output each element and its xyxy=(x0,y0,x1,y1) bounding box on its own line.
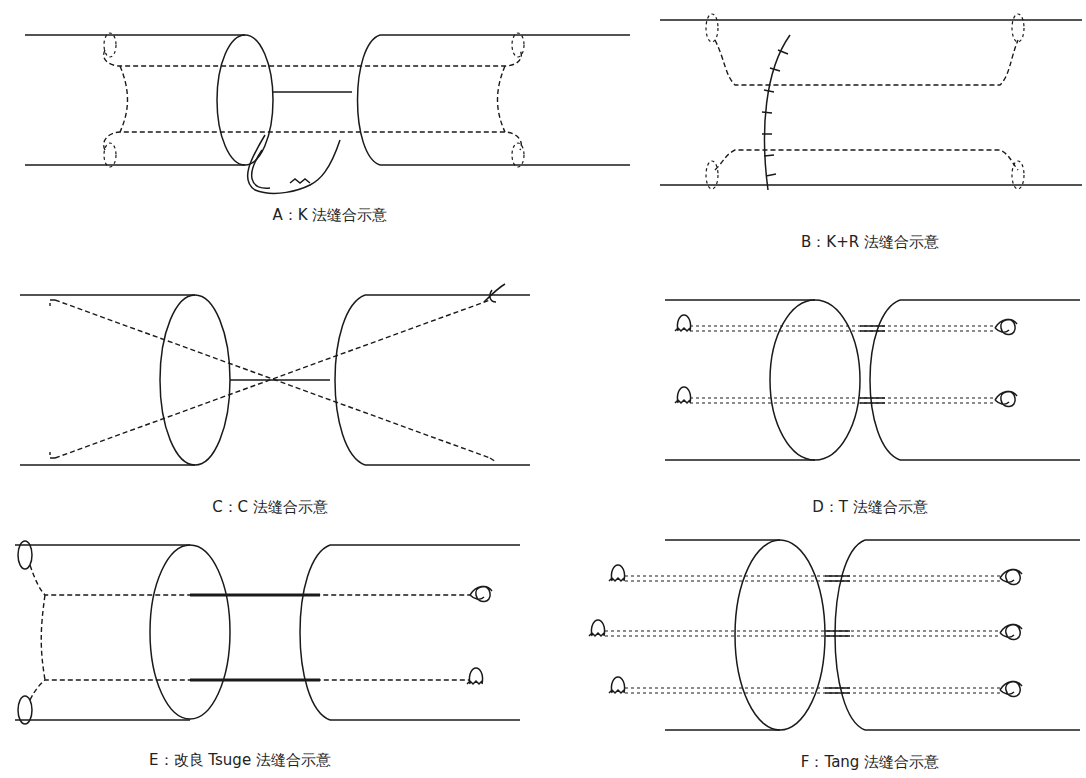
k-suture xyxy=(25,33,630,193)
figure-caption: C：C 法缝合示意 xyxy=(212,498,328,516)
tsuge-suture xyxy=(15,541,520,724)
figure-caption: D：T 法缝合示意 xyxy=(812,498,927,516)
figure-caption: B：K+R 法缝合示意 xyxy=(801,233,939,251)
figure-caption: F：Tang 法缝合示意 xyxy=(801,753,939,771)
t-suture xyxy=(665,300,1080,460)
k-r-suture xyxy=(660,14,1082,190)
figure-caption: A：K 法缝合示意 xyxy=(273,206,388,224)
c-suture xyxy=(20,284,530,465)
figure-caption: E：改良 Tsuge 法缝合示意 xyxy=(149,751,331,769)
tang-suture xyxy=(589,540,1080,730)
